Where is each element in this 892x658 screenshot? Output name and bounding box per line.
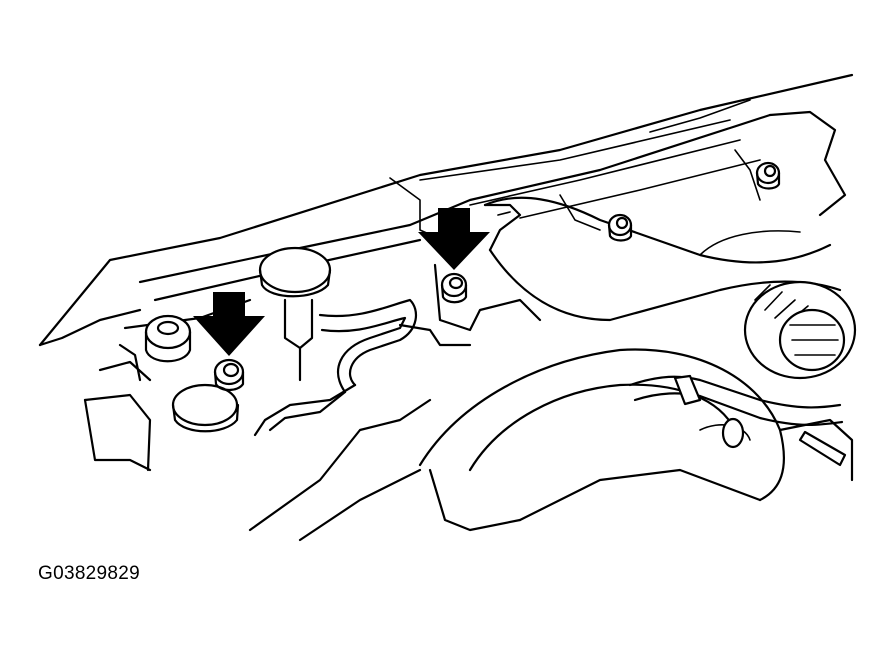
mounting-nut-center [440, 272, 468, 304]
left-fender [83, 314, 192, 472]
figure-id-label: G03829829 [38, 563, 141, 584]
reservoir-hose [253, 298, 418, 437]
manifold-ribs [389, 119, 761, 249]
mounting-nut-right-2 [755, 161, 781, 190]
lower-structure [248, 348, 854, 542]
nut-bracket-center [398, 263, 542, 347]
mounting-nut-right-1 [607, 213, 633, 242]
washer-cap [171, 383, 240, 433]
vacuum-hose [628, 374, 844, 426]
mounting-nut-left [213, 358, 245, 392]
indicator-arrow-center [418, 208, 490, 270]
alternator [743, 280, 857, 380]
indicator-arrow-left [193, 292, 265, 356]
reservoir [258, 246, 332, 382]
